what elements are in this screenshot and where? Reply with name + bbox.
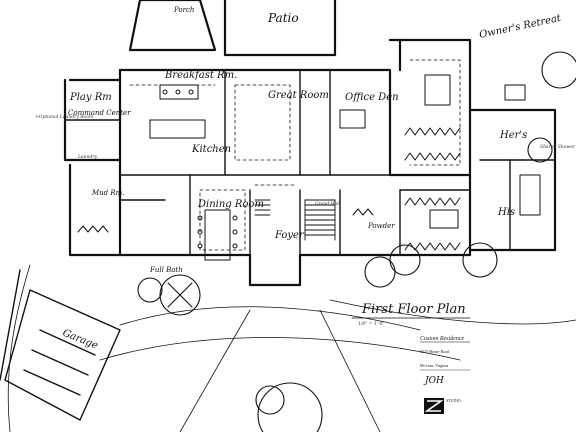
room-label-foyer: Foyer xyxy=(274,230,305,241)
title-block: First Floor Plan 1/8" = 1'-0" Custom Res… xyxy=(351,302,471,414)
room-label-command-center: Command Center xyxy=(68,109,131,117)
scale-note: 1/8" = 1'-0" xyxy=(358,321,385,327)
room-label-laundry: Laundry xyxy=(77,154,97,160)
room-label-his: His xyxy=(497,207,515,218)
room-label-hers: Her's xyxy=(499,130,527,141)
interior-walls xyxy=(64,69,556,256)
room-label-great-room: Great Room xyxy=(268,90,329,101)
project-name: Custom Residence xyxy=(420,336,464,342)
stairs xyxy=(254,199,336,241)
room-label-mud-room: Mud Rm. xyxy=(91,189,125,197)
room-label-breakfast: Breakfast Rm. xyxy=(164,70,237,81)
ceiling-dash-lines xyxy=(129,59,461,251)
room-label-dining-room: Dining Room xyxy=(197,199,264,210)
room-label-play-room: Play Rm xyxy=(69,92,112,103)
studio-mark: STUDIO xyxy=(446,398,461,403)
closet-hatching xyxy=(77,127,461,251)
room-label-kitchen: Kitchen xyxy=(191,144,231,155)
room-label-porch: Porch xyxy=(173,6,194,14)
exterior-walls xyxy=(63,0,557,287)
garage-and-driveway xyxy=(0,264,121,432)
address-line-2: McLean, Virginia xyxy=(420,363,448,369)
room-label-powder: Powder xyxy=(367,222,395,230)
plan-title: First Floor Plan xyxy=(361,302,466,317)
room-label-office-den: Office Den xyxy=(345,92,399,103)
address-line-1: 6015 Monte Road xyxy=(420,349,449,354)
furniture xyxy=(149,74,541,261)
room-label-grand-hall: Grand Hall xyxy=(315,201,341,207)
landscape-curves xyxy=(99,299,576,432)
room-label-optional-laundry: +Optional Laundry Room xyxy=(35,114,93,120)
room-label-patio: Patio xyxy=(267,11,299,25)
designer-initials: JOH xyxy=(423,376,444,386)
landscape-trees xyxy=(137,51,576,432)
room-label-full-bath: Full Bath xyxy=(149,266,183,274)
room-label-shared-shower: Shared Shower xyxy=(540,144,576,150)
room-label-owners-retreat: Owner's Retreat xyxy=(478,13,563,41)
